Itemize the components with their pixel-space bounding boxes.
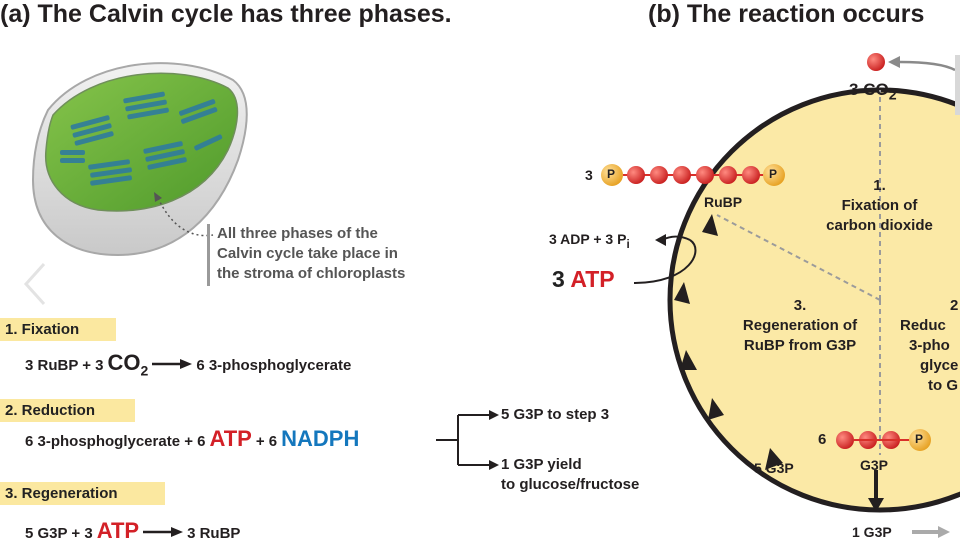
eq-text: 5 G3P + 3 bbox=[25, 525, 93, 542]
sector-line: to G bbox=[928, 377, 958, 394]
atp-count: 3 bbox=[552, 266, 565, 292]
g3p-phosphate: P bbox=[915, 432, 924, 446]
sector-reduction-label: 2 Reduc 3-pho glyce to G bbox=[900, 296, 960, 396]
co2-molecule: CO bbox=[863, 80, 889, 99]
rubp-phosphate-left: P bbox=[607, 167, 616, 181]
phase-3-label: 3. Regeneration bbox=[0, 482, 165, 505]
reduction-equation: 6 3-phosphoglycerate + 6 ATP + 6 NADPH bbox=[25, 426, 359, 452]
caption-line: the stroma of chloroplasts bbox=[217, 265, 406, 282]
sector-fixation-label: 1. Fixation of carbon dioxide bbox=[812, 176, 947, 236]
sector-line: Regeneration of bbox=[742, 317, 858, 334]
g3p-recycle-label: 5 G3P bbox=[754, 460, 794, 476]
atp-name: ATP bbox=[570, 266, 615, 292]
rubp-phosphate-right: P bbox=[769, 167, 778, 181]
caption-line: All three phases of the bbox=[217, 225, 378, 242]
branch-arrows bbox=[436, 410, 499, 470]
eq-product: 6 3-phosphoglycerate bbox=[196, 357, 352, 374]
chloroplast-illustration bbox=[31, 62, 248, 257]
co2-formula: CO2 bbox=[108, 350, 149, 378]
sector-line: Reduc bbox=[900, 317, 946, 334]
eq-text: 3 RuBP + 3 bbox=[25, 357, 104, 374]
rubp-name: RuBP bbox=[704, 194, 743, 210]
panel-a-title: (a) The Calvin cycle has three phases. bbox=[0, 0, 452, 28]
adp-pi-text: 3 ADP + 3 P bbox=[549, 231, 627, 247]
eq-product: 3 RuBP bbox=[187, 525, 241, 542]
calvin-cycle-diagram bbox=[601, 53, 960, 538]
sector-line: Fixation of bbox=[841, 197, 918, 214]
sector-number: 3. bbox=[793, 297, 807, 314]
eq-text: + 6 bbox=[255, 433, 278, 450]
g3p-name: G3P bbox=[860, 457, 889, 473]
chloroplast-caption: All three phases of the Calvin cycle tak… bbox=[217, 224, 405, 284]
co2-count: 3 bbox=[849, 80, 859, 99]
carousel-prev-chevron-icon[interactable] bbox=[22, 260, 48, 308]
eq-text: 6 3-phosphoglycerate + 6 bbox=[25, 433, 206, 450]
pi-subscript: i bbox=[626, 237, 630, 251]
branch-step3: 5 G3P to step 3 bbox=[501, 406, 610, 423]
phase-1-label: 1. Fixation bbox=[0, 318, 116, 341]
g3p-output-label: 1 G3P bbox=[852, 524, 892, 540]
rubp-count: 3 bbox=[585, 167, 593, 183]
sector-line: 3-pho bbox=[909, 337, 950, 354]
regeneration-equation: 5 G3P + 3 ATP 3 RuBP bbox=[25, 518, 240, 544]
branch-yield-line1: 1 G3P yield bbox=[501, 456, 582, 473]
nadph-label: NADPH bbox=[281, 426, 360, 451]
sector-line: carbon dioxide bbox=[826, 217, 933, 234]
co2-input-label: 3 CO2 bbox=[849, 80, 897, 103]
g3p-count: 6 bbox=[818, 431, 827, 448]
atp-label: ATP bbox=[96, 518, 140, 543]
atp-input-label: 3 ATP bbox=[552, 266, 615, 293]
fixation-equation: 3 RuBP + 3 CO2 6 3-phosphoglycerate bbox=[25, 350, 351, 378]
phase-2-label: 2. Reduction bbox=[0, 399, 135, 422]
sector-number: 1. bbox=[873, 177, 886, 194]
sector-number: 2 bbox=[950, 297, 959, 314]
co2-subscript: 2 bbox=[888, 87, 897, 104]
sector-line: RuBP from G3P bbox=[743, 337, 857, 354]
panel-b-title: (b) The reaction occurs bbox=[648, 0, 925, 28]
arrow-icon bbox=[152, 359, 193, 369]
co2-molecule: CO bbox=[107, 350, 141, 375]
arrow-icon bbox=[143, 527, 184, 537]
adp-pi-label: 3 ADP + 3 Pi bbox=[549, 231, 630, 251]
atp-label: ATP bbox=[209, 426, 252, 451]
co2-subscript: 2 bbox=[140, 362, 149, 379]
caption-bracket bbox=[207, 224, 210, 286]
branch-yield-line2: to glucose/fructose bbox=[501, 476, 640, 493]
caption-line: Calvin cycle take place in bbox=[217, 245, 398, 262]
sector-line: glyce bbox=[920, 357, 959, 374]
sector-regeneration-label: 3. Regeneration of RuBP from G3P bbox=[720, 296, 880, 356]
